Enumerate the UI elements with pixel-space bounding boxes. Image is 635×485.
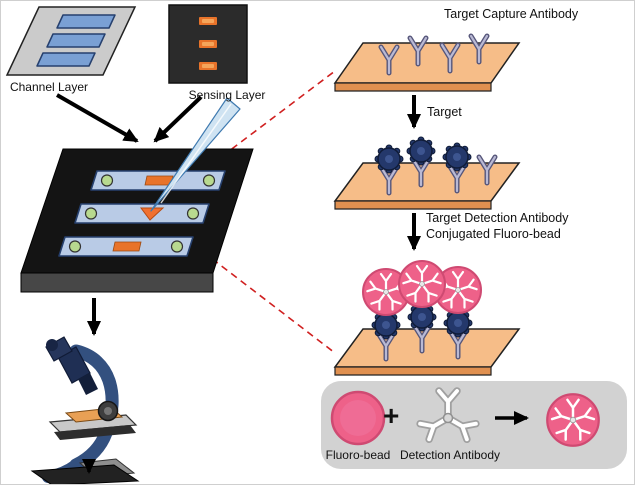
fluoro-bead-legend-icon (330, 390, 386, 446)
plus-sign: + (383, 400, 400, 431)
target-bound-plate (333, 136, 521, 210)
microfluidic-chip (20, 148, 254, 293)
channel-layer-plate (5, 6, 137, 76)
target-label: Target (427, 105, 462, 119)
channel-to-chip-arrow (56, 93, 139, 143)
detection-label-line1: Target Detection Antibody (426, 211, 569, 225)
sensing-spot (140, 207, 165, 221)
sensing-to-chip-arrow (153, 95, 203, 143)
fluoro-bead-icons (361, 259, 483, 317)
detection-label-line2: Conjugated Fluoro-bead (426, 227, 561, 241)
fluoro-bead-label: Fluoro-bead (325, 448, 391, 462)
conjugated-bead-legend-icon (546, 393, 600, 447)
capture-antibody-plate (333, 36, 521, 92)
fluorobead-sandwich-plate (333, 259, 521, 376)
legend-panel (321, 381, 627, 469)
sensing-layer-panel (168, 4, 248, 84)
sensing-layer-label: Sensing Layer (188, 88, 266, 102)
capture-antibody-label: Target Capture Antibody (444, 7, 579, 21)
microscope-icon (30, 336, 140, 484)
pipette-icon (150, 97, 241, 212)
channel-layer-label: Channel Layer (9, 80, 89, 94)
detection-antibody-label: Detection Antibody (399, 448, 501, 462)
detection-antibody-conjugate-label: Target Detection Antibody Conjugated Flu… (426, 210, 568, 242)
